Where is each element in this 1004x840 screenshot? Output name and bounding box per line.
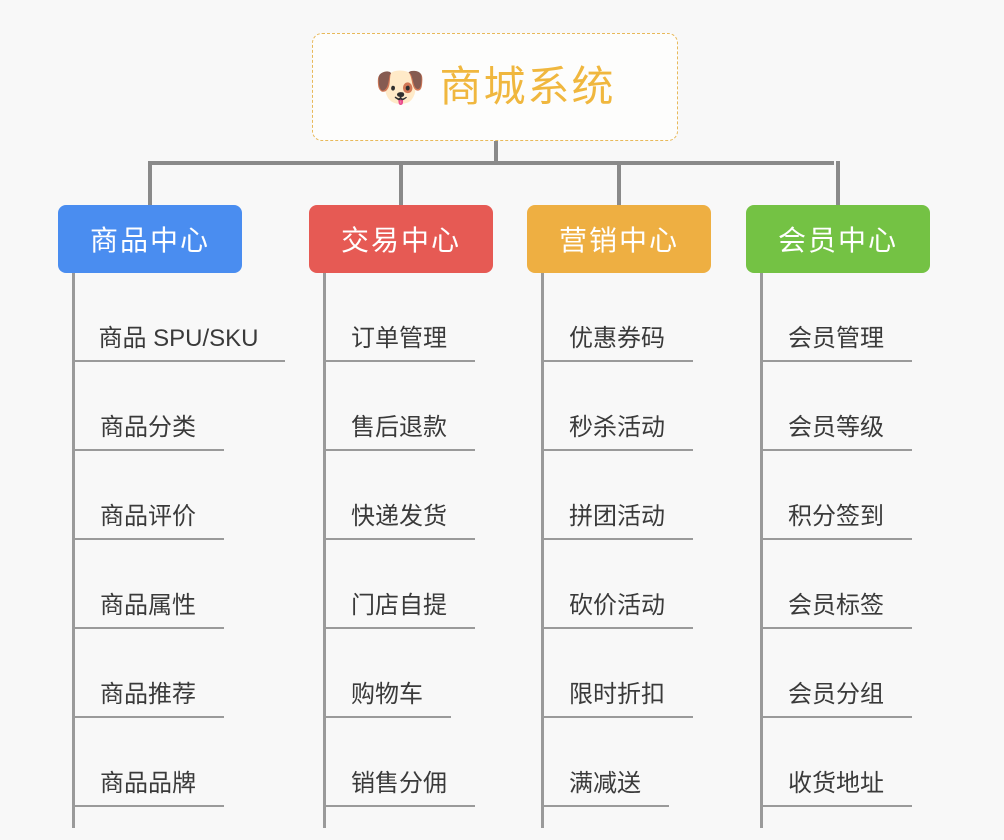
branch-header-label: 交易中心 bbox=[340, 225, 461, 256]
leaf-item[interactable]: 会员等级 bbox=[760, 362, 912, 451]
leaf-item-label: 售后退款 bbox=[351, 414, 447, 441]
leaf-item[interactable]: 购物车 bbox=[323, 629, 451, 718]
leaf-item-label: 商品品牌 bbox=[100, 770, 196, 797]
branch-rail-product-center bbox=[72, 273, 75, 828]
leaf-item[interactable]: 售后退款 bbox=[323, 362, 475, 451]
leaf-item[interactable]: 满减送 bbox=[541, 718, 669, 807]
leaf-item-label: 优惠券码 bbox=[569, 325, 665, 352]
connector-drop-trade-center bbox=[399, 161, 403, 205]
branch-header-marketing-center[interactable]: 营销中心 bbox=[527, 205, 711, 273]
branch-header-label: 会员中心 bbox=[777, 225, 898, 256]
leaf-item[interactable]: 商品 SPU/SKU bbox=[72, 273, 285, 362]
leaf-item-label: 砍价活动 bbox=[569, 592, 665, 619]
leaf-item-label: 门店自提 bbox=[351, 592, 447, 619]
leaf-item-label: 销售分佣 bbox=[351, 770, 447, 797]
branch-header-member-center[interactable]: 会员中心 bbox=[746, 205, 930, 273]
leaf-item-label: 会员分组 bbox=[788, 681, 884, 708]
leaf-item[interactable]: 优惠券码 bbox=[541, 273, 693, 362]
leaf-item[interactable]: 商品推荐 bbox=[72, 629, 224, 718]
branch-header-label: 营销中心 bbox=[558, 225, 679, 256]
root-title: 商城系统 bbox=[439, 63, 616, 110]
root-node[interactable]: 🐶 商城系统 bbox=[312, 33, 678, 141]
leaf-item-label: 会员等级 bbox=[788, 414, 884, 441]
leaf-item-label: 快递发货 bbox=[351, 503, 447, 530]
leaf-item-label: 商品 SPU/SKU bbox=[98, 325, 259, 352]
leaf-item-label: 商品评价 bbox=[100, 503, 196, 530]
branch-rail-marketing-center bbox=[541, 273, 544, 828]
leaf-item[interactable]: 门店自提 bbox=[323, 540, 475, 629]
leaf-item[interactable]: 限时折扣 bbox=[541, 629, 693, 718]
leaf-item[interactable]: 秒杀活动 bbox=[541, 362, 693, 451]
leaf-item[interactable]: 快递发货 bbox=[323, 451, 475, 540]
leaf-item[interactable]: 会员分组 bbox=[760, 629, 912, 718]
leaf-item-label: 购物车 bbox=[351, 681, 423, 708]
leaf-item-label: 商品推荐 bbox=[100, 681, 196, 708]
branch-header-label: 商品中心 bbox=[89, 225, 210, 256]
leaf-item[interactable]: 订单管理 bbox=[323, 273, 475, 362]
leaf-item-label: 满减送 bbox=[569, 770, 641, 797]
leaf-item-label: 会员标签 bbox=[788, 592, 884, 619]
leaf-item[interactable]: 商品评价 bbox=[72, 451, 224, 540]
connector-drop-product-center bbox=[148, 161, 152, 205]
leaf-item[interactable]: 销售分佣 bbox=[323, 718, 475, 807]
leaf-item-label: 拼团活动 bbox=[569, 503, 665, 530]
connector-bus bbox=[150, 161, 834, 165]
leaf-item-label: 商品属性 bbox=[100, 592, 196, 619]
leaf-item[interactable]: 收货地址 bbox=[760, 718, 912, 807]
leaf-item[interactable]: 商品分类 bbox=[72, 362, 224, 451]
branch-rail-trade-center bbox=[323, 273, 326, 828]
leaf-item[interactable]: 积分签到 bbox=[760, 451, 912, 540]
connector-drop-member-center bbox=[836, 161, 840, 205]
leaf-item[interactable]: 商品属性 bbox=[72, 540, 224, 629]
leaf-item-label: 秒杀活动 bbox=[569, 414, 665, 441]
branch-header-product-center[interactable]: 商品中心 bbox=[58, 205, 242, 273]
leaf-item[interactable]: 会员标签 bbox=[760, 540, 912, 629]
shiba-dog-face-icon: 🐶 bbox=[374, 63, 426, 110]
branch-rail-member-center bbox=[760, 273, 763, 828]
leaf-item-label: 收货地址 bbox=[788, 770, 884, 797]
connector-drop-marketing-center bbox=[617, 161, 621, 205]
leaf-item[interactable]: 会员管理 bbox=[760, 273, 912, 362]
leaf-item[interactable]: 商品品牌 bbox=[72, 718, 224, 807]
branch-header-trade-center[interactable]: 交易中心 bbox=[309, 205, 493, 273]
leaf-item[interactable]: 砍价活动 bbox=[541, 540, 693, 629]
leaf-item-label: 商品分类 bbox=[100, 414, 196, 441]
leaf-item-label: 积分签到 bbox=[788, 503, 884, 530]
leaf-item-label: 会员管理 bbox=[788, 325, 884, 352]
leaf-item[interactable]: 拼团活动 bbox=[541, 451, 693, 540]
leaf-item-label: 限时折扣 bbox=[569, 681, 665, 708]
leaf-item-label: 订单管理 bbox=[351, 325, 447, 352]
connector-stem bbox=[494, 141, 498, 164]
